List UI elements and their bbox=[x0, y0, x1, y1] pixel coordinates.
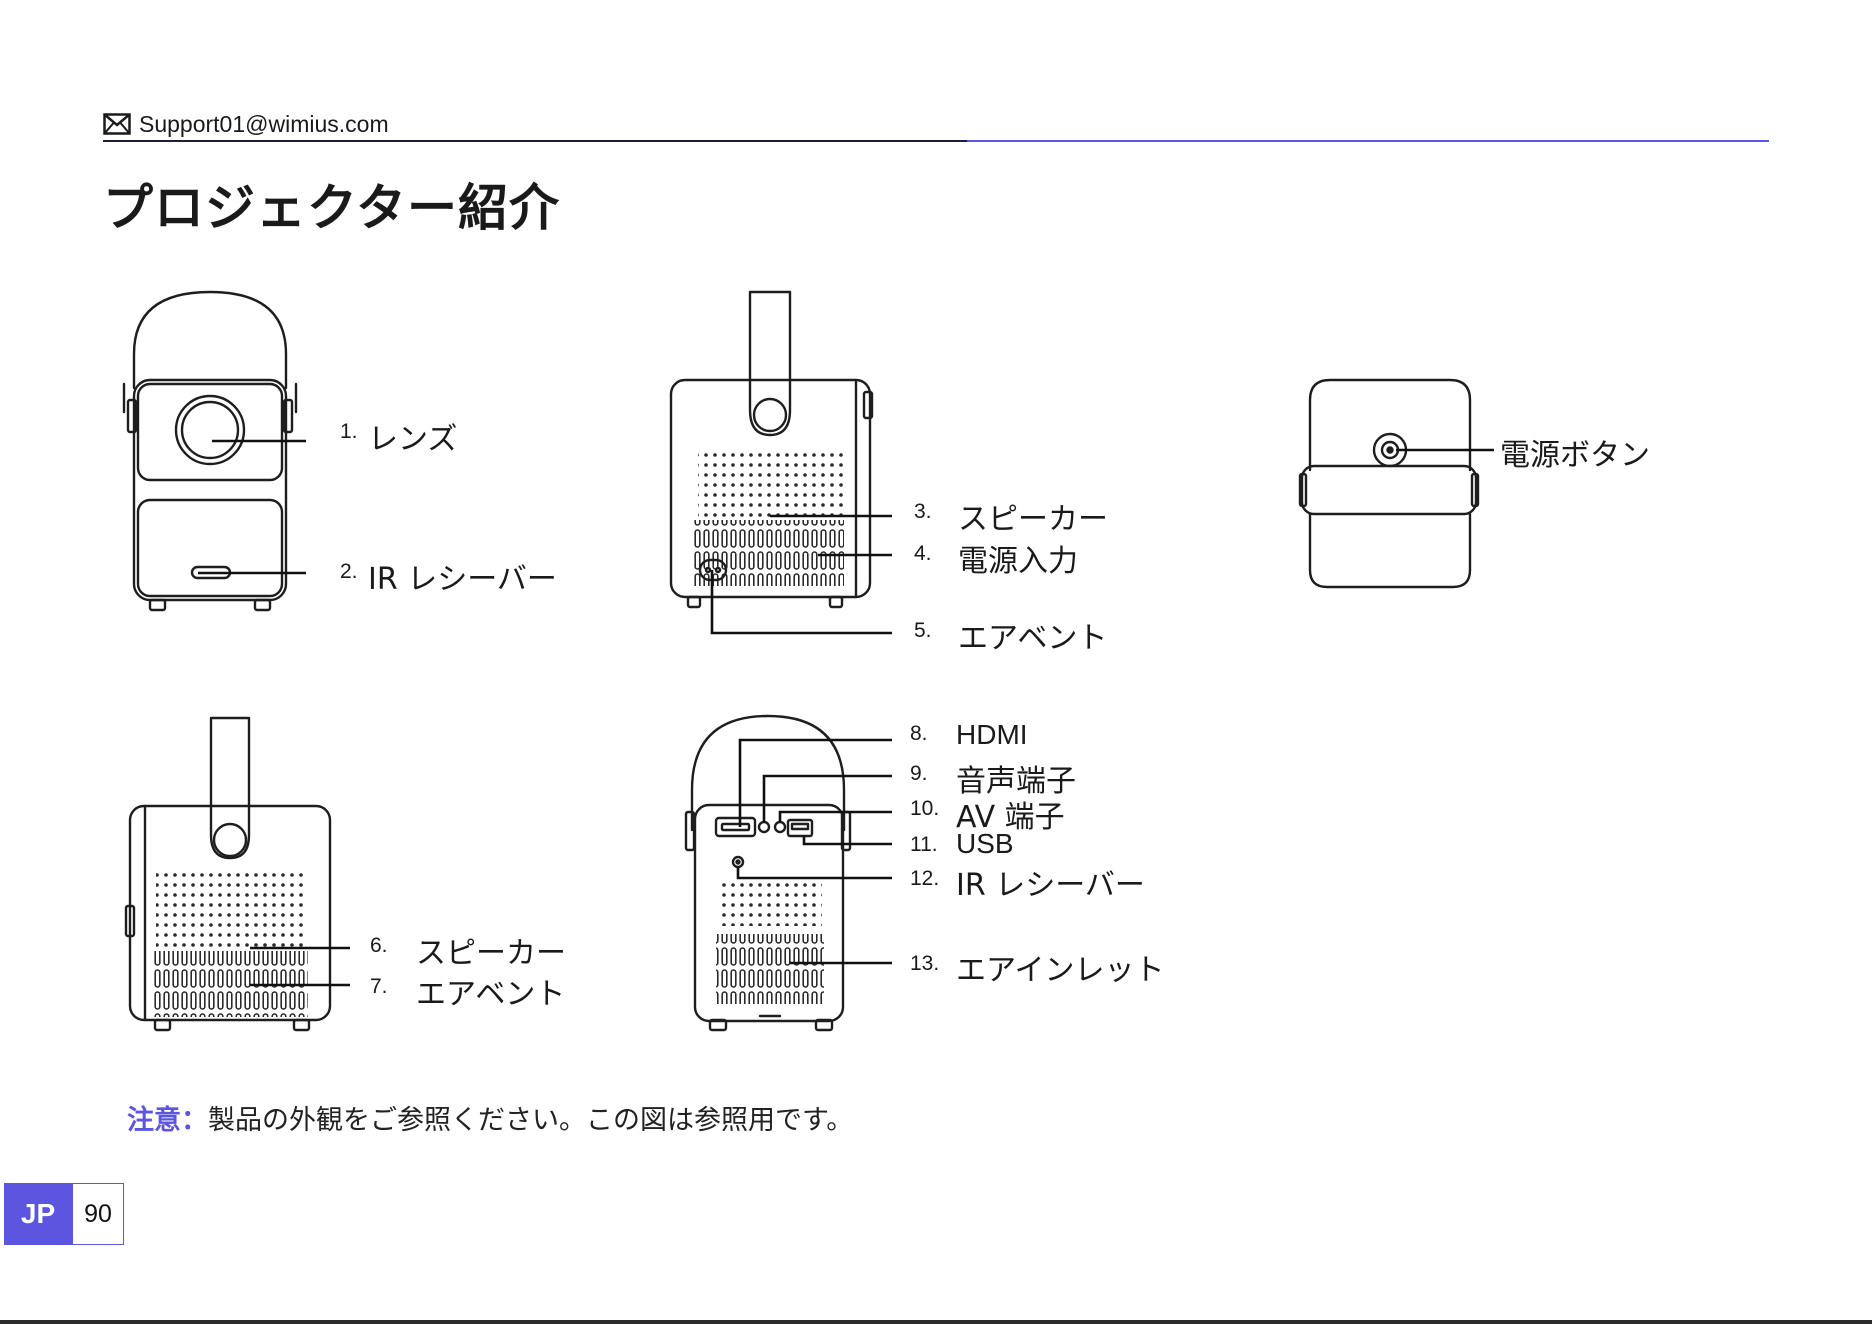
callout-num-3: 3. bbox=[914, 500, 932, 524]
projector-back-view bbox=[686, 716, 850, 1030]
note-label: 注意： bbox=[127, 1105, 208, 1136]
projector-front-view bbox=[124, 292, 296, 610]
callout-num-13: 13. bbox=[910, 952, 939, 976]
callout-speaker-left: スピーカー bbox=[416, 928, 566, 972]
callout-ir-receiver-front: IR レシーバー bbox=[368, 554, 557, 598]
callout-speaker-right: スピーカー bbox=[958, 494, 1108, 538]
callout-lens: レンズ bbox=[368, 414, 457, 458]
note-text: 製品の外観をご参照ください。この図は参照用です。 bbox=[208, 1105, 853, 1136]
callout-air-inlet: エアインレット bbox=[956, 945, 1165, 989]
projector-side-view-right bbox=[585, 292, 872, 607]
leader-lines bbox=[198, 441, 1494, 985]
projector-side-view-left bbox=[126, 718, 330, 1030]
note: 注意：製品の外観をご参照ください。この図は参照用です。 bbox=[127, 1098, 853, 1137]
callout-hdmi: HDMI bbox=[956, 719, 1028, 751]
callout-num-1: 1. bbox=[340, 420, 358, 444]
callout-air-vent-right: エアベント bbox=[958, 613, 1107, 657]
callout-num-11: 11. bbox=[910, 833, 938, 857]
callout-power-button: 電源ボタン bbox=[1500, 430, 1650, 474]
callout-num-12: 12. bbox=[910, 867, 939, 891]
callout-num-5: 5. bbox=[914, 619, 932, 643]
callout-ir-receiver-back: IR レシーバー bbox=[956, 860, 1145, 904]
projector-top-view bbox=[1300, 380, 1478, 587]
callout-power-input: 電源入力 bbox=[958, 536, 1078, 580]
callout-num-7: 7. bbox=[370, 975, 388, 999]
callout-num-10: 10. bbox=[910, 797, 939, 821]
bottom-rule bbox=[0, 1320, 1872, 1324]
callout-usb: USB bbox=[956, 828, 1014, 860]
callout-air-vent-left: エアベント bbox=[416, 969, 565, 1013]
callout-num-2: 2. bbox=[340, 560, 358, 584]
callout-num-8: 8. bbox=[910, 722, 928, 746]
page-number: 90 bbox=[72, 1183, 124, 1245]
callout-num-9: 9. bbox=[910, 762, 928, 786]
callout-num-6: 6. bbox=[370, 934, 388, 958]
callout-num-4: 4. bbox=[914, 542, 932, 566]
language-badge: JP bbox=[4, 1183, 72, 1245]
